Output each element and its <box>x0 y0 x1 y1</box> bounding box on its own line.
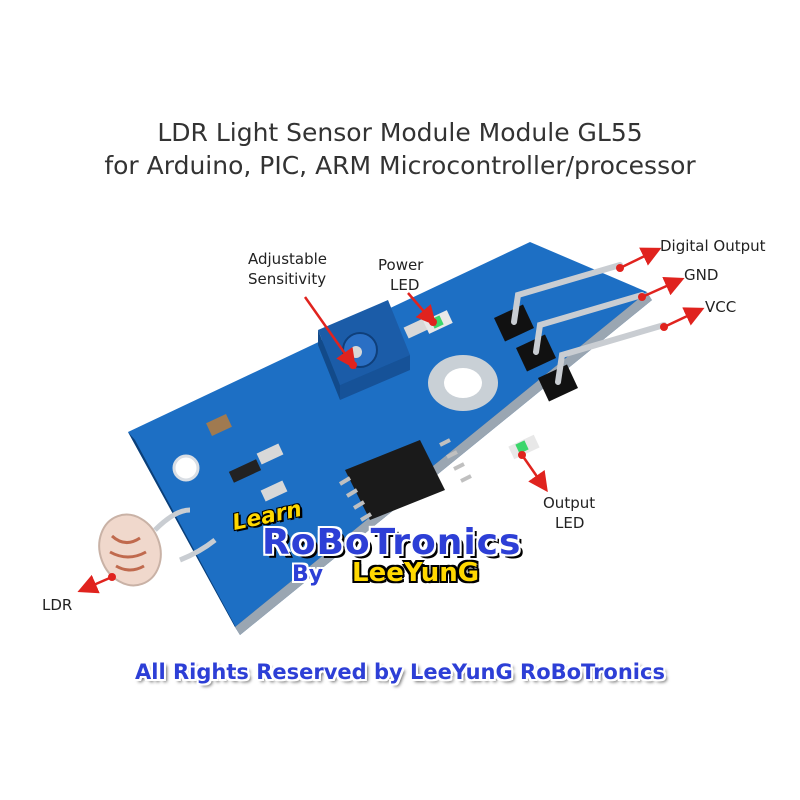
label-vcc: VCC <box>705 298 737 316</box>
label-output-led: LED <box>555 514 585 532</box>
label-ldr: LDR <box>42 596 73 614</box>
label-digital-output: Digital Output <box>660 237 766 255</box>
header-pins <box>494 262 667 402</box>
mounting-hole-left <box>172 454 200 482</box>
label-adjustable: Adjustable <box>248 250 327 268</box>
ic-chip <box>338 438 472 522</box>
title-line-1: LDR Light Sensor Module Module GL55 <box>157 118 643 147</box>
copyright-notice: All Rights Reserved by LeeYunG RoBoTroni… <box>135 660 665 684</box>
callout-arrows <box>77 247 705 594</box>
label-sensitivity: Sensitivity <box>248 270 327 288</box>
label-power: Power <box>378 256 424 274</box>
label-power-led: LED <box>390 276 420 294</box>
label-output: Output <box>543 494 596 512</box>
logo-name: LeeYunG <box>352 558 480 588</box>
label-gnd: GND <box>684 266 719 284</box>
ldr-sensor <box>98 507 217 587</box>
logo-main: RoBoTronics <box>262 522 522 563</box>
title-line-2: for Arduino, PIC, ARM Microcontroller/pr… <box>104 151 696 180</box>
mounting-hole-right <box>428 355 498 411</box>
output-led <box>508 434 540 460</box>
callout-dots <box>108 264 668 581</box>
logo-by: By <box>292 562 324 587</box>
